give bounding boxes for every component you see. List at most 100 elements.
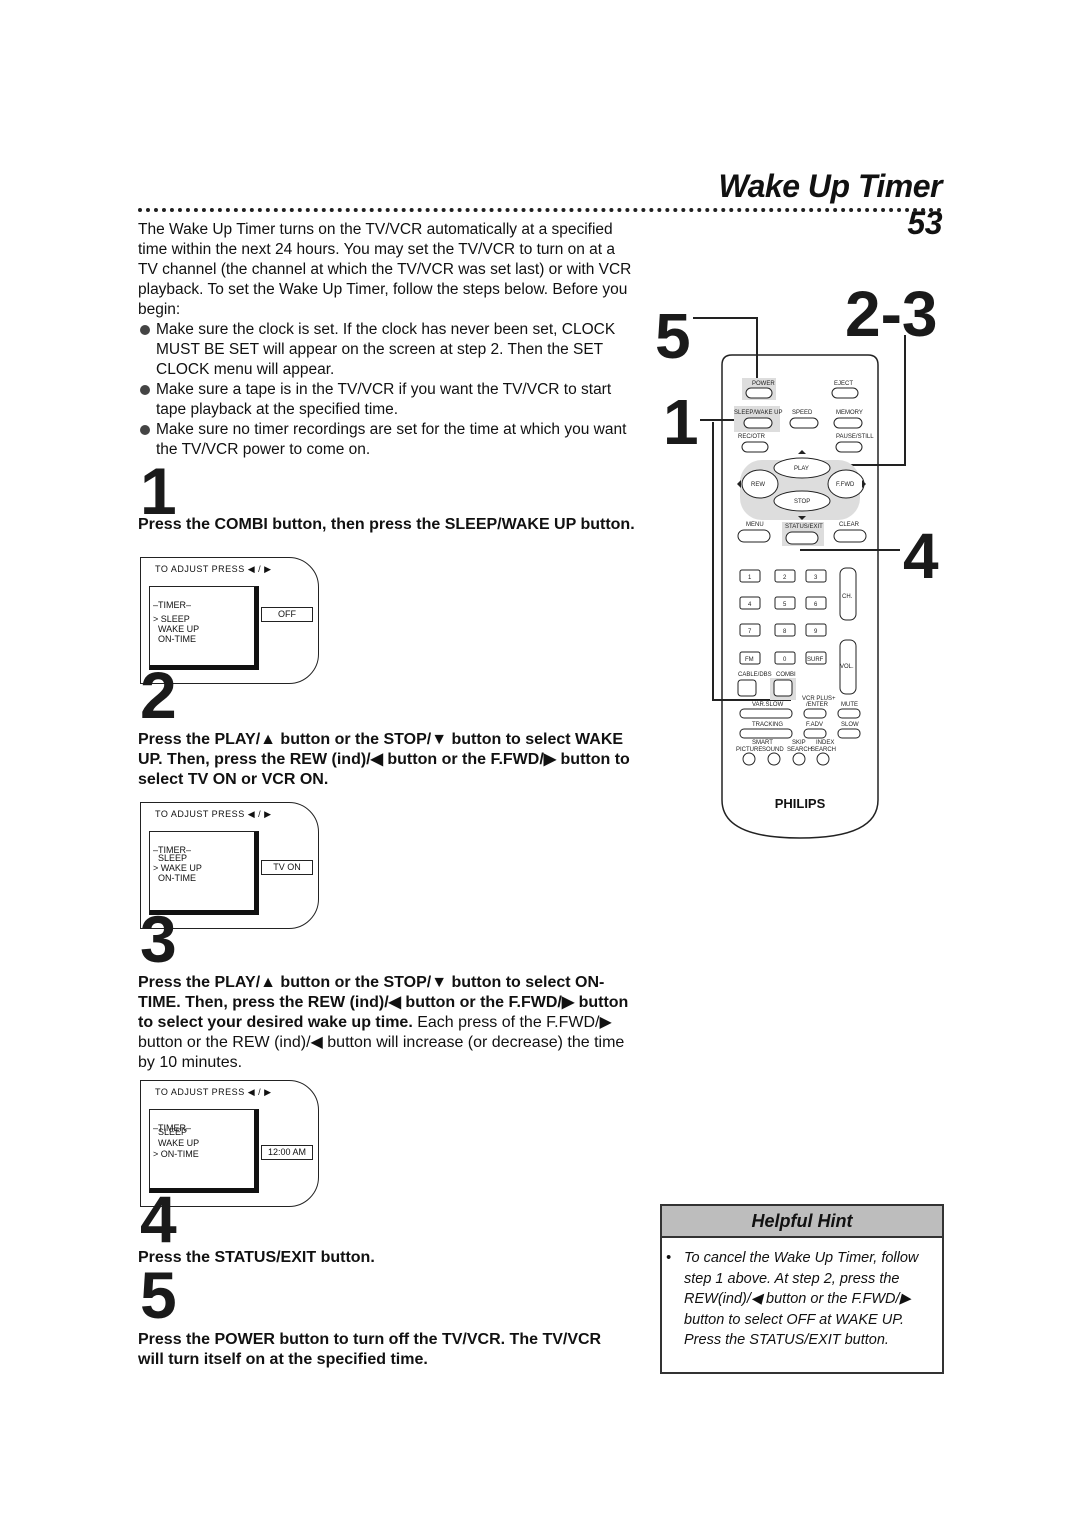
key-fm[interactable] xyxy=(739,651,761,665)
bullet-item: Make sure a tape is in the TV/VCR if you… xyxy=(138,380,638,420)
svg-text:VCR PLUS+: VCR PLUS+ xyxy=(802,696,836,702)
key-4[interactable] xyxy=(739,596,761,610)
svg-text:9: 9 xyxy=(814,629,818,635)
index-search-button[interactable] xyxy=(816,752,830,766)
menu-button[interactable] xyxy=(737,529,771,543)
dotted-divider xyxy=(138,208,942,212)
svg-text:PAUSE/STILL: PAUSE/STILL xyxy=(836,434,874,440)
page-title: Wake Up Timer xyxy=(718,168,942,204)
smart-sound-button[interactable] xyxy=(767,752,781,766)
menu-value: OFF xyxy=(261,607,313,622)
step-instruction: Press the POWER button to turn off the T… xyxy=(138,1331,602,1368)
callout-line xyxy=(830,335,906,466)
key-0[interactable] xyxy=(774,651,796,665)
svg-text:SURF: SURF xyxy=(807,657,824,663)
svg-text:CH.: CH. xyxy=(842,594,853,600)
key-7[interactable] xyxy=(739,623,761,637)
svg-text:PLAY: PLAY xyxy=(794,466,809,472)
svg-text:INDEX: INDEX xyxy=(816,740,834,746)
menu-value: TV ON xyxy=(261,860,313,875)
mute-button[interactable] xyxy=(837,708,861,719)
combi-button[interactable] xyxy=(773,679,793,697)
play-button[interactable] xyxy=(773,457,831,479)
step-number: 4 xyxy=(140,1182,177,1256)
svg-text:MENU: MENU xyxy=(746,522,764,528)
menu-row: ON-TIME xyxy=(153,634,196,644)
svg-text:SLEEP/WAKE UP: SLEEP/WAKE UP xyxy=(734,410,782,416)
key-3[interactable] xyxy=(805,569,827,583)
svg-text:TRACKING: TRACKING xyxy=(752,722,783,728)
sleep-wake-up-button[interactable] xyxy=(743,417,773,429)
key-6[interactable] xyxy=(805,596,827,610)
key-2[interactable] xyxy=(774,569,796,583)
stop-button[interactable] xyxy=(773,490,831,512)
f-adv-button[interactable] xyxy=(803,728,827,739)
svg-text:5: 5 xyxy=(783,602,787,608)
svg-text:SKIP: SKIP xyxy=(792,740,806,746)
pause-still-button[interactable] xyxy=(835,441,863,453)
svg-text:6: 6 xyxy=(814,602,818,608)
svg-text:REW: REW xyxy=(751,482,765,488)
key-surf[interactable] xyxy=(805,651,827,665)
tv-screen: TO ADJUST PRESS ◀ / ▶ –TIMER– SLEEP WAKE… xyxy=(140,1080,319,1207)
svg-text:MUTE: MUTE xyxy=(841,702,858,708)
status-exit-button[interactable] xyxy=(785,531,819,545)
svg-text:VOL.: VOL. xyxy=(840,664,854,670)
svg-text:STATUS/EXIT: STATUS/EXIT xyxy=(785,524,823,530)
page-header: Wake Up Timer 53 xyxy=(700,168,942,242)
smart-picture-button[interactable] xyxy=(742,752,756,766)
screen-hint: TO ADJUST PRESS ◀ / ▶ xyxy=(155,809,272,819)
key-9[interactable] xyxy=(805,623,827,637)
down-arrow-icon xyxy=(798,516,806,520)
cable-dbs-button[interactable] xyxy=(737,679,757,697)
var-slow-button[interactable] xyxy=(739,708,793,719)
svg-text:REC/OTR: REC/OTR xyxy=(738,434,766,440)
rec-otr-button[interactable] xyxy=(741,441,769,453)
svg-text:FM: FM xyxy=(745,657,754,663)
step-number: 1 xyxy=(140,454,177,528)
remote-illustration: 5 2-3 1 4 POWER EJECT SLEEP/WAKE UP SPEE… xyxy=(655,278,939,839)
key-1[interactable] xyxy=(739,569,761,583)
skip-search-button[interactable] xyxy=(792,752,806,766)
clear-button[interactable] xyxy=(833,529,867,543)
svg-text:SPEED: SPEED xyxy=(792,410,813,416)
helpful-hint-box: Helpful Hint • To cancel the Wake Up Tim… xyxy=(660,1204,944,1374)
svg-text:SEARCH: SEARCH xyxy=(787,747,812,753)
svg-text:SEARCH: SEARCH xyxy=(811,747,836,753)
eject-button[interactable] xyxy=(831,387,859,399)
svg-text:2: 2 xyxy=(783,575,787,581)
power-button[interactable] xyxy=(745,387,773,399)
key-8[interactable] xyxy=(774,623,796,637)
svg-text:1: 1 xyxy=(748,575,752,581)
step-instruction: Press the PLAY/▲ button or the STOP/▼ bu… xyxy=(138,974,629,1071)
svg-text:4: 4 xyxy=(748,602,752,608)
svg-text:POWER: POWER xyxy=(752,381,775,387)
brand-logo: PHILIPS xyxy=(775,796,826,811)
hint-text: To cancel the Wake Up Timer, follow step… xyxy=(684,1250,919,1348)
bullet-item: Make sure no timer recordings are set fo… xyxy=(138,420,638,460)
svg-text:/ENTER: /ENTER xyxy=(806,702,829,708)
slow-button[interactable] xyxy=(837,728,861,739)
svg-text:F.ADV: F.ADV xyxy=(806,722,823,728)
rew-button[interactable] xyxy=(741,469,779,499)
speed-button[interactable] xyxy=(789,417,819,429)
keypad: 1 2 3 4 5 6 7 8 9 FM 0 SURF xyxy=(739,569,827,665)
callout-4: 4 xyxy=(903,520,939,592)
step-number: 3 xyxy=(140,902,177,976)
svg-text:CABLE/DBS: CABLE/DBS xyxy=(738,672,772,678)
tracking-button[interactable] xyxy=(739,728,793,739)
svg-text:F.FWD: F.FWD xyxy=(836,482,855,488)
menu-row: SLEEP xyxy=(153,1127,188,1137)
svg-text:CLEAR: CLEAR xyxy=(839,522,860,528)
vcr-plus-enter-button[interactable] xyxy=(803,708,827,719)
callout-line xyxy=(693,317,758,380)
svg-text:3: 3 xyxy=(814,575,818,581)
svg-text:SLOW: SLOW xyxy=(841,722,859,728)
key-5[interactable] xyxy=(774,596,796,610)
volume-rocker[interactable] xyxy=(839,639,857,695)
step-number: 5 xyxy=(140,1258,177,1332)
svg-text:SOUND: SOUND xyxy=(762,747,784,753)
memory-button[interactable] xyxy=(833,417,863,429)
channel-rocker[interactable] xyxy=(839,567,857,621)
menu-title: –TIMER– xyxy=(153,845,192,855)
